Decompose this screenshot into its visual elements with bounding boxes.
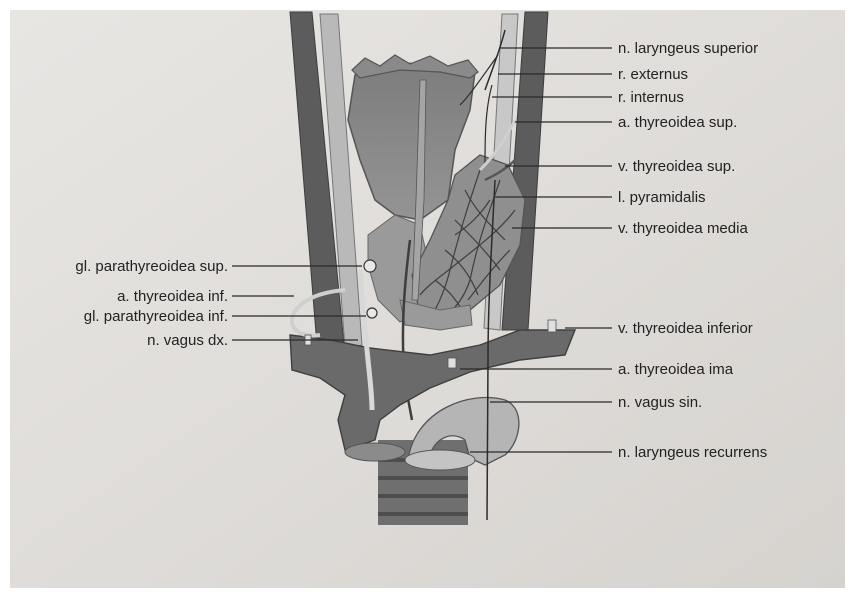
label-v-thyreoidea-media: v. thyreoidea media xyxy=(618,220,748,237)
brachiocephalic-section xyxy=(345,443,405,461)
label-n-laryngeus-recurrens: n. laryngeus recurrens xyxy=(618,444,767,461)
label-gl-parathyreoidea-inf: gl. parathyreoidea inf. xyxy=(84,308,228,325)
label-l-pyramidalis: l. pyramidalis xyxy=(618,189,706,206)
label-r-internus: r. internus xyxy=(618,89,684,106)
label-a-thyreoidea-sup: a. thyreoidea sup. xyxy=(618,114,737,131)
gl-parathyreoidea-inf-gland xyxy=(367,308,377,318)
label-v-thyreoidea-sup: v. thyreoidea sup. xyxy=(618,158,735,175)
label-gl-parathyreoidea-sup: gl. parathyreoidea sup. xyxy=(75,258,228,275)
aortic-section xyxy=(405,450,475,470)
label-n-laryngeus-superior: n. laryngeus superior xyxy=(618,40,758,57)
vessel-stub-right xyxy=(548,320,556,332)
label-n-vagus-sin: n. vagus sin. xyxy=(618,394,702,411)
vessel-stub-center xyxy=(448,358,456,368)
label-a-thyreoidea-inf: a. thyreoidea inf. xyxy=(117,288,228,305)
label-a-thyreoidea-ima: a. thyreoidea ima xyxy=(618,361,734,378)
gl-parathyreoidea-sup-gland xyxy=(364,260,376,272)
label-r-externus: r. externus xyxy=(618,66,688,83)
label-v-thyreoidea-inferior: v. thyreoidea inferior xyxy=(618,320,753,337)
label-n-vagus-dx: n. vagus dx. xyxy=(147,332,228,349)
